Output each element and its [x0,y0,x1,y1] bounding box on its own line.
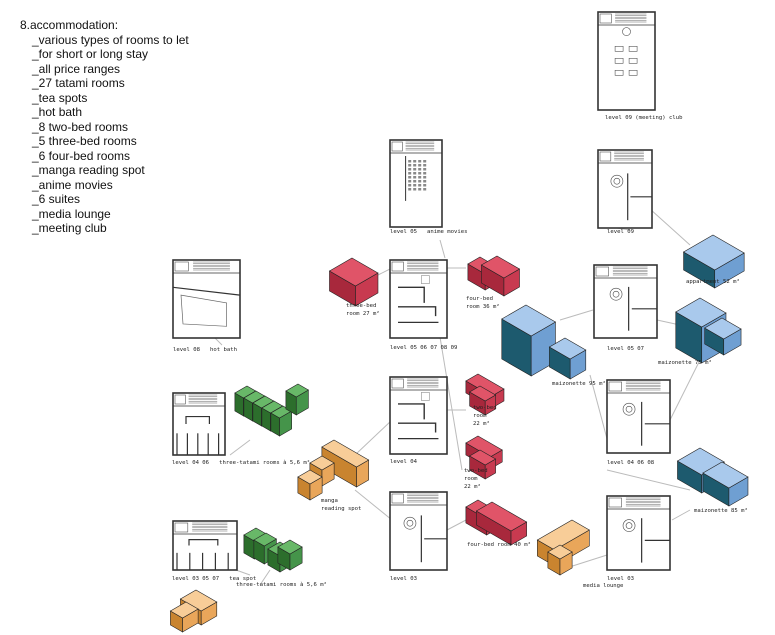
tatami-room-block [277,539,303,571]
floor-plan [597,149,653,229]
maisonette-95-block [548,337,587,380]
unit-label: maizonette 85 m² [694,508,748,514]
floor-plan [606,495,671,571]
media-lounge-block [547,544,573,576]
feature-item: _5 three-bed rooms [32,134,137,148]
unit-label: two-bed room 22 m² [464,468,488,490]
maisonette-85-block [702,461,749,507]
floor-plan [389,259,448,339]
connector-line [259,569,271,586]
connector-line [354,489,393,521]
tea-spot-block [169,601,199,633]
connector-line [606,469,691,491]
unit-label: three-bed room 27 m² [346,303,380,317]
four-bed-room-block [480,255,521,297]
manga-reading-block [321,439,370,488]
unit-label: manga reading spot [321,498,362,512]
feature-item: _8 two-bed rooms [32,119,129,134]
feature-item: _6 four-bed rooms [32,148,131,163]
three-bed-room-block [328,257,379,307]
plan-label: level 03 05 07 tea spot [172,576,257,582]
plan-label: level 04 [390,459,417,465]
connector-line [214,337,223,346]
unit-label: maizonette 95 m² [552,381,606,387]
feature-item: _anime movies [32,177,113,192]
feature-item: _various types of rooms to let [32,32,189,47]
floor-plan [389,491,448,571]
unit-label: appartment 52 m² [686,279,740,285]
feature-item: _meeting club [32,221,107,235]
two-bed-room-block [469,385,497,416]
manga-reading-block [297,469,323,501]
floor-plan [597,11,656,111]
maisonette-95-block [501,304,557,377]
feature-item: _media lounge [32,206,111,221]
tatami-room-block [270,405,293,437]
connector-line [229,439,251,456]
plan-label: level 05 anime movies [390,229,468,235]
floor-plan [172,520,238,571]
connector-line [354,419,393,456]
unit-label: two-bed room 22 m² [473,405,497,427]
tatami-room-block [285,383,309,416]
connector-line [439,239,446,259]
section-heading: 8.accommodation: [20,18,119,32]
feature-item: _27 tatami rooms [32,76,125,90]
feature-list: 8.accommodation: _various types of rooms… [20,18,189,236]
plan-label: level 05 06 07 08 09 [390,345,458,351]
floor-plan [172,392,226,456]
four-bed-room-block [475,501,528,546]
plan-label: level 08 hot bath [173,347,237,353]
connector-line [235,569,251,576]
unit-label: maizonette 75 m² [658,360,712,366]
appartment-block [682,234,745,289]
unit-label: four-bed room 40 m² [467,542,531,548]
plan-label: level 03 [390,576,417,582]
floor-plan [389,376,448,455]
plan-label: level 09 [607,229,634,235]
feature-item: _manga reading spot [32,163,145,177]
feature-item: _tea spots [32,90,88,105]
connector-line [446,519,467,531]
plan-label: level 05 07 [607,346,645,352]
floor-plan [593,264,658,339]
connector-line [439,336,463,471]
two-bed-room-block [469,449,497,480]
connector-line [671,509,691,521]
feature-item: _for short or long stay [32,47,149,61]
floor-plan [389,139,443,228]
feature-item: _hot bath [32,105,83,119]
plan-label: level 04 06 three-tatami rooms à 5,6 m² [172,460,311,466]
plan-label: level 03 [607,576,634,582]
feature-item: _6 suites [32,192,81,206]
floor-plan [172,259,241,339]
unit-label: four-bed room 36 m² [466,296,500,310]
floor-plan [606,379,671,454]
maisonette-75-block [704,317,742,356]
unit-label: media lounge [583,583,624,589]
unit-label: three-tatami rooms à 5,6 m² [236,582,327,588]
plan-label: level 09 (meeting) club [605,115,683,121]
connector-line [559,309,594,321]
feature-item: _all price ranges [32,61,121,76]
plan-label: level 04 06 08 [607,460,655,466]
